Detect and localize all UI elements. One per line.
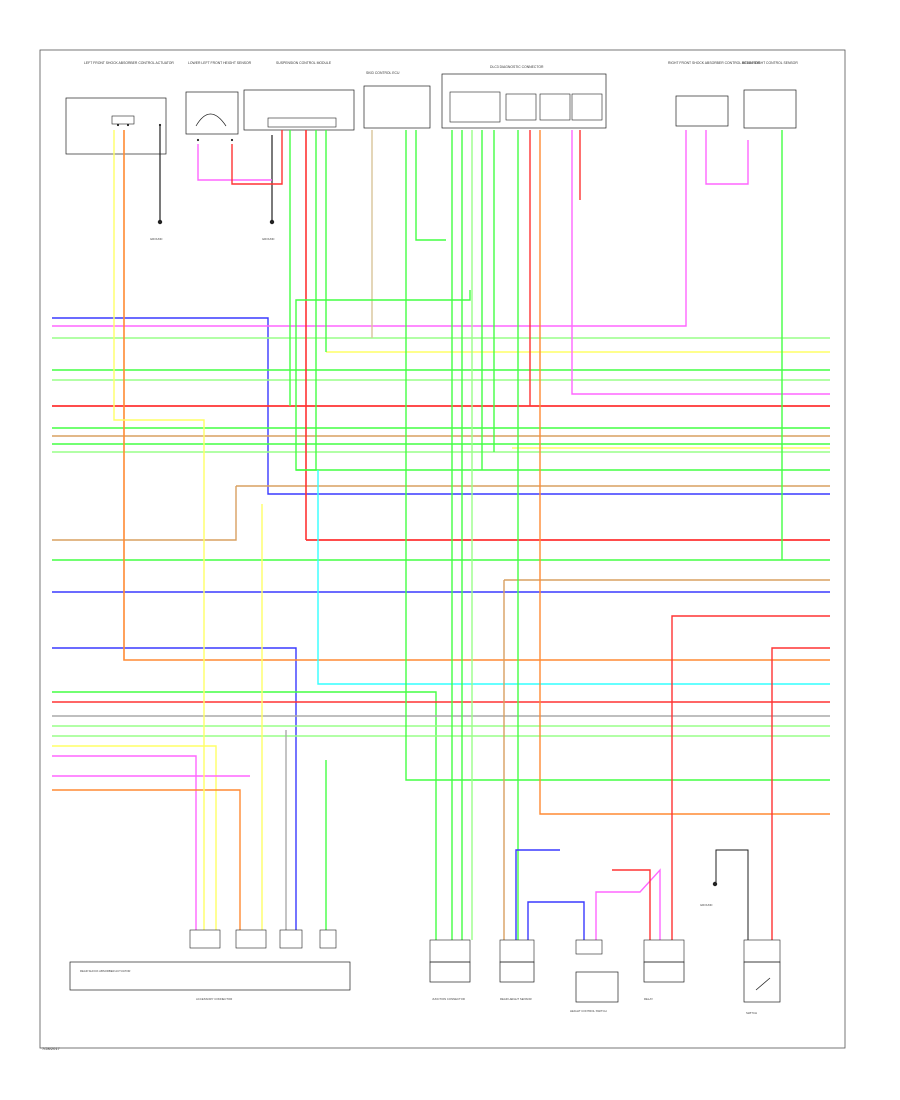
wire-org [539,130,830,815]
wire-harness [52,130,830,940]
component-rear-shock-actuator: REAR SHOCK ABSORBER ACTUATOR ACCESSORY C… [69,929,351,1001]
wire-pnk [595,868,661,940]
wire-yel [52,745,217,930]
component-rear-height-sensor-top: REAR HEIGHT CONTROL SENSOR [742,61,798,129]
wire-yel [113,130,205,930]
component-suspension-control-module: SUSPENSION CONTROL MODULE [243,61,355,131]
component-label: JUNCTION CONNECTOR [432,997,465,1001]
ground-label: GROUND [700,903,712,907]
component-relay: RELAY [643,939,685,1001]
wire-grn [52,691,437,940]
component-height-sensor-lf: LOWER LEFT FRONT HEIGHT SENSOR [185,61,252,142]
wire-pnk [705,130,749,185]
component-left-front-actuator: LEFT FRONT SHOCK ABSORBER CONTROL ACTUAT… [65,61,174,155]
ground-1: GROUND [150,125,162,241]
component-right-front-actuator: RIGHT FRONT SHOCK ABSORBER CONTROL ACTUA… [668,61,761,127]
component-label: LOWER LEFT FRONT HEIGHT SENSOR [188,61,252,65]
wire-blk [715,849,749,940]
wire-red [771,647,830,940]
wire-blu [527,901,585,940]
component-label: REAR HEIGHT SENSOR [500,997,532,1001]
component-skid-control-ecu: SKID CONTROL ECU [363,71,431,129]
ground-label: GROUND [262,237,274,241]
component-label: SUSPENSION CONTROL MODULE [276,61,332,65]
ground-2: GROUND [262,135,274,241]
wire-blu [515,849,560,940]
component-label: DLC3 DIAGNOSTIC CONNECTOR [490,65,544,69]
component-label: LEFT FRONT SHOCK ABSORBER CONTROL ACTUAT… [84,61,174,65]
wire-pnk [197,144,272,181]
component-switch: SWITCH [743,939,781,1015]
component-label: SWITCH [746,1011,757,1015]
wire-grn [405,130,830,781]
ground-3: GROUND [700,881,718,907]
wire-red [671,615,830,940]
wire-org [52,789,241,930]
component-label: SKID CONTROL ECU [366,71,400,75]
wire-red [612,869,651,940]
footer-code: 7/28/2017 [42,1046,61,1051]
component-label: HEIGHT CONTROL SWITCH [570,1009,607,1013]
ground-label: GROUND [150,237,162,241]
component-label: ACCESSORY CONNECTOR [196,997,232,1001]
wire-tan [52,486,237,541]
wire-org [123,130,830,661]
component-rear-height-sensor: REAR HEIGHT SENSOR [499,939,535,1001]
wire-pnk [52,755,197,930]
wire-blu [52,647,297,930]
component-label: REAR HEIGHT CONTROL SENSOR [742,61,798,65]
component-label: REAR SHOCK ABSORBER ACTUATOR [80,969,130,973]
wire-cyn [317,470,830,685]
component-dlc3: DLC3 DIAGNOSTIC CONNECTOR [441,65,607,129]
component-label: RELAY [644,997,653,1001]
wire-red [231,130,283,185]
component-height-control-switch: HEIGHT CONTROL SWITCH [570,939,619,1013]
wire-pnk [571,130,830,395]
wire-pnk [52,130,687,327]
diagram-frame [39,49,846,1049]
wire-grn [415,130,446,241]
component-label: RIGHT FRONT SHOCK ABSORBER CONTROL ACTUA… [668,61,761,65]
component-junction-connector: JUNCTION CONNECTOR [429,939,471,1001]
wire-grn [295,130,471,471]
